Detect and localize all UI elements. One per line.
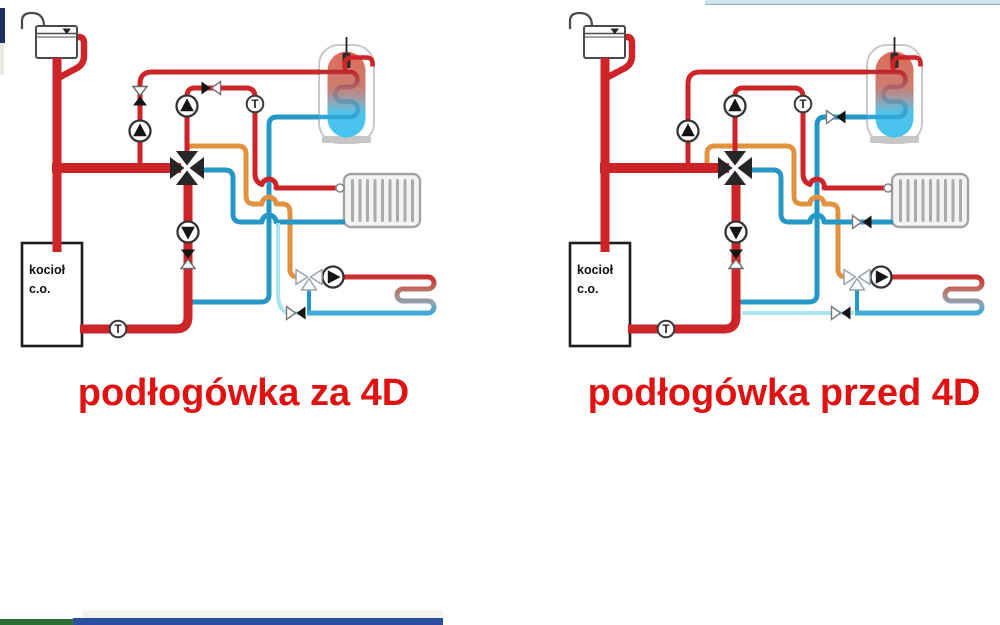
tank-return-pipe <box>740 114 866 305</box>
floor-pump-icon <box>869 265 893 289</box>
tank-return-pipe <box>192 114 318 305</box>
mixing-valve-4way-icon <box>170 151 204 185</box>
boiler-return-pipe <box>628 179 741 334</box>
co-pump-icon <box>723 94 747 118</box>
mixing-valve-3way-icon <box>843 268 871 291</box>
floor-heating-coil <box>307 274 437 316</box>
check-valve-icon <box>180 248 196 270</box>
shutoff-valve-icon <box>830 305 852 321</box>
check-valve-icon <box>728 248 744 270</box>
radiator <box>890 172 970 229</box>
boiler-return-pipe <box>80 179 193 334</box>
radiator-supply-pipe <box>800 110 886 191</box>
boiler <box>20 241 84 348</box>
radiator-return-pipe <box>197 167 345 225</box>
check-valve-icon <box>285 305 307 321</box>
temp-sensor-label: T <box>251 99 258 111</box>
dhw-loading-pipe <box>685 69 868 172</box>
radiator <box>342 172 422 229</box>
dhw-pump-icon <box>676 119 700 143</box>
shutoff-valve-icon <box>825 109 847 125</box>
temp-sensor-label: T <box>662 324 669 336</box>
shutoff-valve-icon <box>200 80 222 96</box>
mixing-valve-4way-icon <box>718 151 752 185</box>
boiler-label-line1: kocioł <box>577 263 614 277</box>
bottom-blue-bar-fragment <box>73 618 443 625</box>
caption-right: podłogówka przed 4D <box>587 372 981 414</box>
radiator-valve-icon <box>335 183 345 193</box>
floor-supply-mix-pipe <box>187 143 301 280</box>
co-pump-icon <box>175 94 199 118</box>
temp-sensor-label: T <box>114 324 121 336</box>
check-valve-icon <box>132 85 148 107</box>
left-edge-navy-bar-fragment <box>0 8 5 43</box>
dhw-pump-icon <box>128 119 152 143</box>
radiator-return-pipe <box>745 167 893 225</box>
boiler <box>568 241 632 348</box>
left-edge-light-bar-fragment <box>0 43 4 75</box>
bottom-light-strip-fragment <box>82 610 443 618</box>
dhw-loading-pipe <box>137 69 320 172</box>
boiler-label-line1: kocioł <box>29 263 66 277</box>
return-pump-icon <box>724 220 748 244</box>
dhw-tank <box>864 37 922 143</box>
boiler-label-line2: c.o. <box>577 282 599 296</box>
top-right-toolbar-fragment <box>705 0 1000 5</box>
return-pump-icon <box>176 220 200 244</box>
floor-heating-coil <box>855 274 985 316</box>
co-circuit-pipe <box>732 85 806 159</box>
mixing-valve-3way-icon <box>295 268 323 291</box>
temp-sensor-label: T <box>799 99 806 111</box>
floor-pump-icon <box>321 265 345 289</box>
boiler-label-line2: c.o. <box>29 282 51 296</box>
shutoff-valve-icon <box>851 214 873 230</box>
dhw-tank <box>316 37 374 143</box>
bottom-green-bar-fragment <box>0 619 73 625</box>
floor-supply-mix-pipe <box>704 143 849 280</box>
radiator-supply-pipe <box>252 110 338 191</box>
radiator-valve-icon <box>883 183 893 193</box>
caption-left: podłogówka za 4D <box>77 372 410 414</box>
